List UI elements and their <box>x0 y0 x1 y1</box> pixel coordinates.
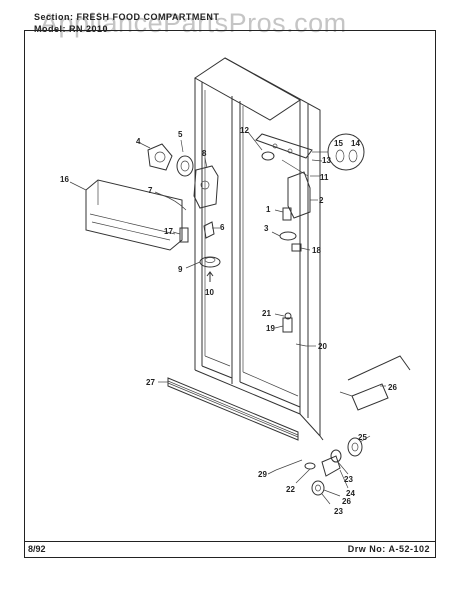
callout-19: 19 <box>266 324 275 333</box>
part-27-roller-bracket <box>339 355 411 411</box>
section-value: FRESH FOOD COMPARTMENT <box>76 12 220 22</box>
callout-9: 9 <box>178 265 183 274</box>
part-12-socket <box>261 151 275 161</box>
callout-10: 10 <box>205 288 214 297</box>
part-24-bracket <box>321 455 341 477</box>
part-5-damper <box>176 155 194 177</box>
part-13-light-rail <box>255 133 313 159</box>
callout-24: 24 <box>346 489 355 498</box>
callout-28: 27 <box>146 378 155 387</box>
model-value: RN 2010 <box>69 24 109 34</box>
part-4-bracket <box>147 143 173 171</box>
callout-labels: 4 5 8 7 16 17 6 9 10 12 13 15 14 11 2 1 … <box>60 126 397 516</box>
callout-2: 2 <box>319 196 324 205</box>
callout-12: 12 <box>240 126 249 135</box>
callout-23-upper: 23 <box>344 475 353 484</box>
part-6-clip <box>203 221 215 239</box>
part-11-wire <box>281 159 309 177</box>
callout-21: 21 <box>262 309 271 318</box>
leader-lines <box>69 131 386 505</box>
part-21-screw <box>284 312 292 320</box>
watermark-text: AppliancePartsPros.com <box>40 8 347 38</box>
callout-8: 8 <box>202 149 207 158</box>
model-row: Model: RN 2010 <box>34 23 219 35</box>
drawing-number: A-52-102 <box>388 544 430 554</box>
part-29-screw <box>275 459 303 471</box>
part-8-control-housing <box>193 165 219 209</box>
callout-23-lower: 23 <box>334 507 343 516</box>
part-20-screw <box>295 343 307 347</box>
callout-1: 1 <box>266 205 271 214</box>
detail-circle-14-15 <box>312 133 365 171</box>
callout-3: 3 <box>264 224 269 233</box>
part-25-roller <box>347 437 363 457</box>
section-row: Section: FRESH FOOD COMPARTMENT <box>34 11 219 23</box>
part-7-capillary <box>161 194 187 211</box>
part-16-cover-panel <box>85 179 183 251</box>
section-label: Section: <box>34 12 74 22</box>
callout-29: 29 <box>258 470 267 479</box>
callout-20: 20 <box>318 342 327 351</box>
section-header: Section: FRESH FOOD COMPARTMENT Model: R… <box>34 11 219 35</box>
callout-25: 25 <box>358 433 367 442</box>
callout-4: 4 <box>136 137 141 146</box>
callout-16: 16 <box>60 175 69 184</box>
part-2-light-shield <box>287 171 311 219</box>
drawing-date: 8/92 <box>28 544 46 554</box>
callout-7: 7 <box>148 186 153 195</box>
cabinet-body <box>194 57 324 441</box>
part-28-toe-grille <box>167 377 299 441</box>
callout-5: 5 <box>178 130 183 139</box>
callout-15: 15 <box>334 139 343 148</box>
model-label: Model: <box>34 24 66 34</box>
part-19-bracket <box>282 317 293 333</box>
part-1-bracket <box>282 207 292 221</box>
callout-27: 26 <box>388 383 397 392</box>
callout-13: 13 <box>322 156 331 165</box>
callout-17: 17 <box>164 227 173 236</box>
part-23-roller-lower <box>311 480 325 496</box>
drawing-label: Drw No: <box>347 544 386 554</box>
part-18-connector <box>291 243 302 252</box>
callout-11: 11 <box>320 173 329 182</box>
part-3-light-base <box>279 231 297 241</box>
drawing-number-block: Drw No: A-52-102 <box>348 544 430 554</box>
drawing-footer: 8/92 Drw No: A-52-102 <box>24 541 436 558</box>
callout-14: 14 <box>351 139 360 148</box>
callout-26: 26 <box>342 497 351 506</box>
part-22-washer <box>304 462 316 470</box>
part-17-switch <box>179 227 189 243</box>
part-10-pointer <box>206 271 214 282</box>
diagram-frame <box>24 30 436 558</box>
callout-18: 18 <box>312 246 321 255</box>
part-23-roller-upper <box>330 449 342 463</box>
callout-22: 22 <box>286 485 295 494</box>
callout-6: 6 <box>220 223 225 232</box>
part-26-axle <box>323 489 341 497</box>
part-9-knob <box>199 256 221 268</box>
